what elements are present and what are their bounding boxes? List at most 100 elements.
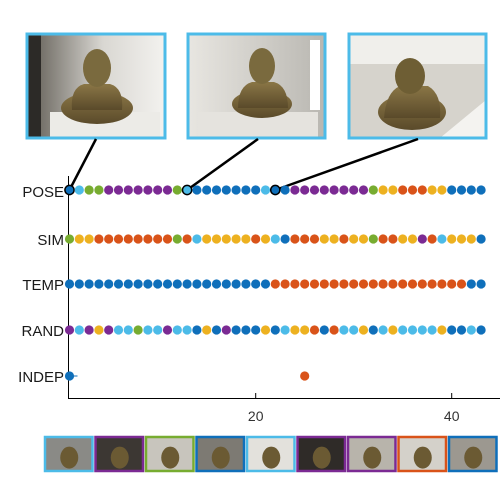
connector-3 bbox=[274, 137, 419, 192]
point-rand-27 bbox=[319, 325, 329, 335]
point-rand-34 bbox=[388, 325, 398, 335]
point-rand-17 bbox=[221, 325, 231, 335]
point-pose-5 bbox=[104, 185, 114, 195]
point-temp-14 bbox=[192, 279, 202, 289]
strip-thumb-9 bbox=[447, 435, 498, 473]
point-temp-22 bbox=[270, 279, 280, 289]
point-rand-42 bbox=[466, 325, 476, 335]
point-rand-38 bbox=[427, 325, 437, 335]
point-rand-40 bbox=[447, 325, 457, 335]
point-temp-4 bbox=[94, 279, 104, 289]
point-sim-12 bbox=[172, 234, 182, 244]
strip-thumb-7 bbox=[346, 435, 397, 473]
point-pose-22 bbox=[269, 184, 281, 196]
point-temp-21 bbox=[260, 279, 271, 289]
point-temp-32 bbox=[368, 279, 378, 289]
point-pose-31 bbox=[358, 185, 369, 195]
point-pose-42 bbox=[466, 185, 476, 195]
point-sim-28 bbox=[329, 234, 339, 244]
point-sim-33 bbox=[378, 234, 388, 244]
point-sim-39 bbox=[437, 234, 447, 244]
point-temp-24 bbox=[290, 279, 300, 289]
point-indep-1 bbox=[64, 371, 75, 381]
point-pose-38 bbox=[427, 185, 437, 195]
point-pose-20 bbox=[251, 185, 261, 195]
top-thumbnails bbox=[25, 32, 488, 140]
connector-1 bbox=[68, 138, 98, 191]
point-temp-42 bbox=[466, 279, 476, 289]
point-pose-43 bbox=[476, 185, 486, 195]
point-pose-39 bbox=[437, 185, 447, 195]
point-sim-17 bbox=[221, 234, 231, 244]
point-rand-7 bbox=[123, 325, 133, 335]
point-temp-33 bbox=[378, 279, 388, 289]
point-pose-10 bbox=[153, 185, 163, 195]
point-temp-34 bbox=[388, 279, 398, 289]
point-sim-2 bbox=[74, 234, 84, 244]
point-pose-7 bbox=[123, 185, 133, 195]
point-temp-10 bbox=[153, 279, 163, 289]
point-pose-30 bbox=[349, 185, 359, 195]
point-rand-43 bbox=[476, 325, 486, 335]
point-sim-36 bbox=[407, 234, 418, 244]
point-sim-10 bbox=[153, 234, 163, 244]
point-rand-37 bbox=[417, 325, 427, 335]
point-rand-16 bbox=[211, 325, 222, 335]
point-temp-19 bbox=[241, 279, 251, 289]
point-temp-41 bbox=[456, 279, 467, 289]
point-temp-28 bbox=[329, 279, 339, 289]
point-rand-31 bbox=[358, 325, 369, 335]
row-labels: POSE SIM TEMP RAND INDEP bbox=[18, 184, 64, 386]
point-sim-38 bbox=[427, 234, 437, 244]
point-temp-23 bbox=[280, 279, 290, 289]
point-pose-37 bbox=[417, 185, 427, 195]
point-pose-8 bbox=[133, 185, 143, 195]
point-rand-14 bbox=[192, 325, 202, 335]
point-sim-11 bbox=[162, 234, 173, 244]
point-temp-30 bbox=[349, 279, 359, 289]
strip-thumb-1 bbox=[43, 435, 94, 473]
point-sim-24 bbox=[290, 234, 300, 244]
point-sim-37 bbox=[417, 234, 427, 244]
point-sim-18 bbox=[231, 234, 241, 244]
point-pose-33 bbox=[378, 185, 388, 195]
point-temp-27 bbox=[319, 279, 329, 289]
x-tick-label-40: 40 bbox=[444, 408, 460, 424]
point-temp-13 bbox=[182, 279, 192, 289]
point-sim-7 bbox=[123, 234, 133, 244]
point-temp-2 bbox=[74, 279, 84, 289]
point-sim-43 bbox=[476, 234, 486, 244]
point-temp-35 bbox=[398, 279, 408, 289]
point-pose-17 bbox=[221, 185, 231, 195]
strip-thumb-3 bbox=[144, 435, 195, 473]
point-pose-41 bbox=[456, 185, 467, 195]
point-rand-1 bbox=[64, 325, 75, 335]
point-rand-26 bbox=[309, 325, 320, 335]
bottom-thumbnail-strip bbox=[43, 435, 498, 473]
point-sim-15 bbox=[202, 234, 212, 244]
point-sim-6 bbox=[113, 234, 124, 244]
point-sim-25 bbox=[300, 234, 310, 244]
point-pose-24 bbox=[290, 185, 300, 195]
point-pose-23 bbox=[280, 185, 290, 195]
row-label-sim: SIM bbox=[37, 232, 64, 249]
point-sim-23 bbox=[280, 234, 290, 244]
point-pose-18 bbox=[231, 185, 241, 195]
point-pose-34 bbox=[388, 185, 398, 195]
row-label-pose: POSE bbox=[22, 184, 64, 201]
point-sim-4 bbox=[94, 234, 104, 244]
thumbnail-connectors bbox=[68, 137, 419, 192]
point-temp-7 bbox=[123, 279, 133, 289]
point-sim-13 bbox=[182, 234, 192, 244]
strip-thumb-6 bbox=[296, 435, 347, 473]
point-indep-25 bbox=[300, 371, 310, 381]
point-rand-20 bbox=[251, 325, 261, 335]
point-pose-2 bbox=[74, 185, 84, 195]
point-pose-4 bbox=[94, 185, 104, 195]
point-sim-31 bbox=[358, 234, 369, 244]
point-temp-40 bbox=[447, 279, 457, 289]
point-temp-31 bbox=[358, 279, 369, 289]
data-points bbox=[64, 184, 486, 381]
point-rand-33 bbox=[378, 325, 388, 335]
pose-thumb-2 bbox=[186, 32, 327, 140]
